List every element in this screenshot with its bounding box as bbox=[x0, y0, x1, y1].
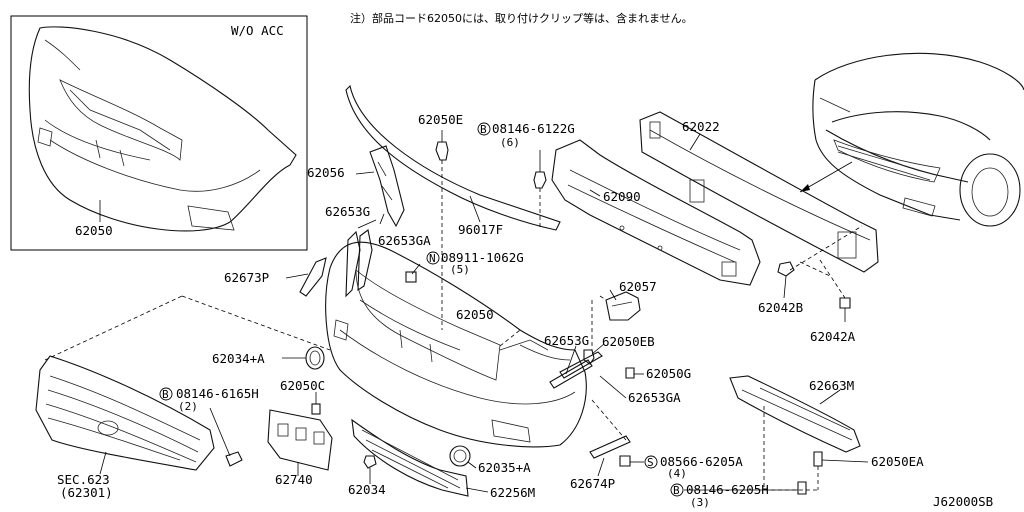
label-62050e: 62050E bbox=[418, 112, 463, 127]
label-62663m: 62663M bbox=[809, 378, 854, 393]
part-62050-bumper bbox=[325, 241, 587, 448]
label-62653g-mid: 62653G bbox=[544, 333, 589, 348]
label-08566-6205a-qty: (4) bbox=[667, 467, 687, 480]
label-62653g-top: 62653G bbox=[325, 204, 370, 219]
label-08146-6122g: 08146-6122G bbox=[492, 121, 575, 136]
part-62057-bracket bbox=[605, 291, 641, 321]
part-62035a-cover bbox=[449, 445, 471, 467]
fastener-08146-6205h bbox=[797, 481, 807, 495]
label-62050-inset: 62050 bbox=[75, 223, 113, 238]
label-62050g: 62050G bbox=[646, 366, 691, 381]
label-96017f: 96017F bbox=[458, 222, 503, 237]
marker-s-08566-6205a-text: S bbox=[647, 456, 654, 469]
label-62740: 62740 bbox=[275, 472, 313, 487]
part-62256m-grille bbox=[351, 418, 469, 497]
label-62673p: 62673P bbox=[224, 270, 269, 285]
leader-lines bbox=[99, 133, 869, 493]
fastener-62050c bbox=[311, 403, 321, 415]
part-62034a-cover bbox=[305, 346, 325, 370]
label-08146-6165h: 08146-6165H bbox=[176, 386, 259, 401]
label-62090: 62090 bbox=[603, 189, 641, 204]
part-62740-plate-bracket bbox=[267, 409, 333, 471]
marker-b-08146-6122g-text: B bbox=[480, 123, 487, 136]
inset-title: W/O ACC bbox=[231, 23, 284, 38]
part-62056-bracket bbox=[369, 145, 405, 228]
fastener-62042a bbox=[839, 297, 851, 309]
label-08911-1062g-qty: (5) bbox=[450, 263, 470, 276]
label-08146-6165h-qty: (2) bbox=[178, 400, 198, 413]
label-08146-6205h: 08146-6205H bbox=[686, 482, 769, 497]
part-62674p-stay bbox=[589, 435, 631, 459]
marker-b-08146-6205h-text: B bbox=[673, 484, 680, 497]
part-62090-absorber bbox=[551, 139, 761, 286]
assembly-dashed-lines bbox=[44, 160, 863, 491]
label-62256m: 62256M bbox=[490, 485, 535, 500]
label-62057: 62057 bbox=[619, 279, 657, 294]
fastener-08911-1062g bbox=[405, 271, 417, 283]
part-96017f-strip bbox=[345, 84, 561, 231]
fastener-62042b bbox=[777, 261, 795, 277]
fastener-08146-6165h bbox=[225, 451, 243, 467]
fastener-08566-6205a bbox=[619, 455, 631, 467]
label-62653ga-mid: 62653GA bbox=[628, 390, 681, 405]
label-08146-6122g-qty: (6) bbox=[500, 136, 520, 149]
fastener-62050eb bbox=[583, 349, 595, 365]
label-62042a: 62042A bbox=[810, 329, 856, 344]
label-08146-6205h-qty: (3) bbox=[690, 496, 710, 509]
part-sec623-grille bbox=[35, 355, 215, 471]
inset-bumper-drawing bbox=[28, 26, 297, 232]
label-62050ea: 62050EA bbox=[871, 454, 924, 469]
label-62056: 62056 bbox=[307, 165, 345, 180]
label-62050eb: 62050EB bbox=[602, 334, 655, 349]
label-62022: 62022 bbox=[682, 119, 720, 134]
part-62653g-mid bbox=[549, 351, 603, 389]
inset-wo-acc: W/O ACC 62050 bbox=[10, 15, 308, 251]
fastener-62050ea bbox=[813, 451, 823, 467]
label-62050c: 62050C bbox=[280, 378, 325, 393]
vehicle-front-view bbox=[799, 52, 1024, 227]
fastener-62050g bbox=[625, 367, 635, 379]
label-62042b: 62042B bbox=[758, 300, 803, 315]
part-62673p bbox=[299, 257, 327, 297]
part-62022-reinforcement bbox=[639, 111, 879, 273]
marker-b-08146-6165h-text: B bbox=[162, 388, 169, 401]
label-sec623-sub: (62301) bbox=[60, 485, 113, 500]
fastener-08146-6122g bbox=[533, 150, 547, 189]
label-08911-1062g: 08911-1062G bbox=[441, 250, 524, 265]
sheet-code: J62000SB bbox=[933, 494, 993, 509]
marker-b-08146-6205h bbox=[670, 483, 684, 497]
fastener-62050e bbox=[435, 130, 449, 161]
marker-n-08911-1062g bbox=[426, 251, 440, 265]
part-62663m-undercover bbox=[729, 375, 861, 453]
marker-s-08566-6205a bbox=[644, 455, 658, 469]
label-62050-main: 62050 bbox=[456, 307, 494, 322]
label-62035a: 62035+A bbox=[478, 460, 531, 475]
label-62653ga-top: 62653GA bbox=[378, 233, 431, 248]
parts-note: 注）部品コード62050には、取り付けクリップ等は、含まれません。 bbox=[350, 12, 693, 25]
label-08566-6205a: 08566-6205A bbox=[660, 454, 743, 469]
label-sec623: SEC.623 bbox=[57, 472, 110, 487]
label-62034: 62034 bbox=[348, 482, 386, 497]
fastener-62034 bbox=[363, 455, 377, 469]
marker-b-08146-6165h bbox=[159, 387, 173, 401]
inset-frame bbox=[10, 15, 308, 251]
part-62653g-upper bbox=[345, 219, 377, 298]
label-62034a: 62034+A bbox=[212, 351, 265, 366]
marker-b-08146-6122g bbox=[477, 122, 491, 136]
marker-n-08911-1062g-text: N bbox=[429, 252, 436, 265]
label-62674p: 62674P bbox=[570, 476, 615, 491]
